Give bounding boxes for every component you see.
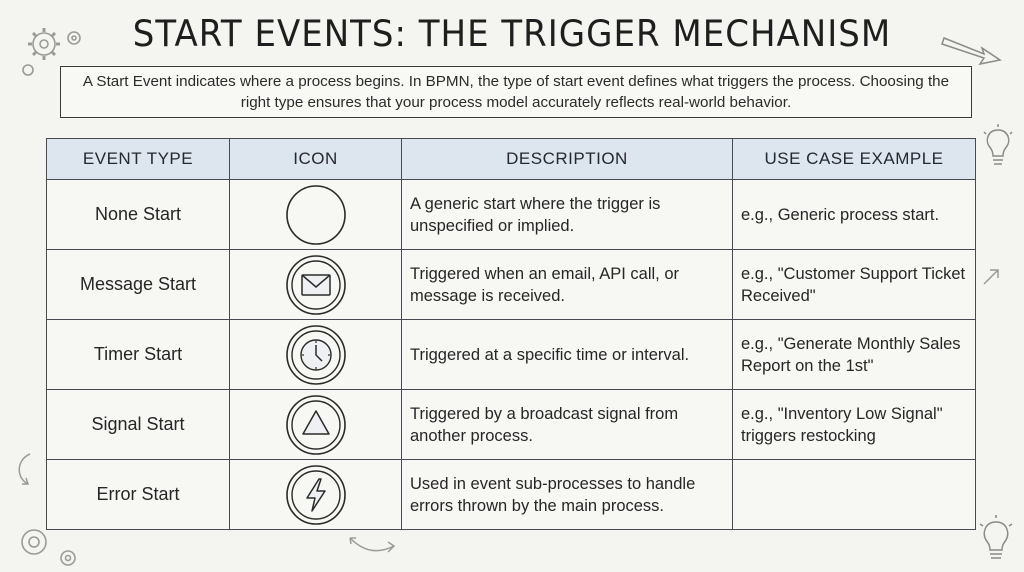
intro-text: A Start Event indicates where a process … (82, 73, 950, 111)
header-description: DESCRIPTION (401, 138, 733, 180)
use-case-cell: e.g., "Generate Monthly Sales Report on … (732, 319, 976, 390)
empty-circle-icon (285, 184, 346, 245)
page-title: START EVENTS: THE TRIGGER MECHANISM (132, 12, 892, 56)
description-cell: Triggered when an email, API call, or me… (401, 249, 733, 320)
event-type-cell: None Start (46, 179, 230, 250)
table-row: None Start A generic start where the tri… (46, 179, 976, 250)
use-case-cell: e.g., Generic process start. (732, 179, 976, 250)
event-type-cell: Signal Start (46, 389, 230, 460)
curved-arrow-icon (18, 453, 31, 485)
header-icon: ICON (229, 138, 402, 180)
use-case-cell (732, 459, 976, 530)
table-row: Error Start Used in event sub-processes … (46, 459, 976, 530)
table-row: Signal Start Triggered by a broadcast si… (46, 389, 976, 460)
clock-icon (285, 324, 346, 385)
event-type-cell: Message Start (46, 249, 230, 320)
events-table: EVENT TYPE ICON DESCRIPTION USE CASE EXA… (46, 138, 976, 530)
table-row: Message Start Triggered when an email, A… (46, 249, 976, 320)
use-case-cell: e.g., "Customer Support Ticket Received" (732, 249, 976, 320)
header-event-type: EVENT TYPE (46, 138, 230, 180)
lightning-icon (285, 464, 346, 525)
description-cell: A generic start where the trigger is uns… (401, 179, 733, 250)
lightbulb-icon (983, 124, 1013, 165)
lightbulb-bottom-icon (979, 515, 1013, 559)
double-arrow-icon (349, 537, 396, 553)
event-type-cell: Error Start (46, 459, 230, 530)
header-use-case: USE CASE EXAMPLE (732, 138, 976, 180)
table-header-row: EVENT TYPE ICON DESCRIPTION USE CASE EXA… (46, 138, 976, 180)
use-case-cell: e.g., "Inventory Low Signal" triggers re… (732, 389, 976, 460)
description-cell: Used in event sub-processes to handle er… (401, 459, 733, 530)
intro-box: A Start Event indicates where a process … (60, 66, 972, 118)
description-cell: Triggered by a broadcast signal from ano… (401, 389, 733, 460)
envelope-icon (285, 254, 346, 315)
description-cell: Triggered at a specific time or interval… (401, 319, 733, 390)
triangle-icon (285, 394, 346, 455)
event-type-cell: Timer Start (46, 319, 230, 390)
table-row: Timer Start Triggered at a specific time… (46, 319, 976, 390)
small-arrow-icon (983, 269, 999, 285)
